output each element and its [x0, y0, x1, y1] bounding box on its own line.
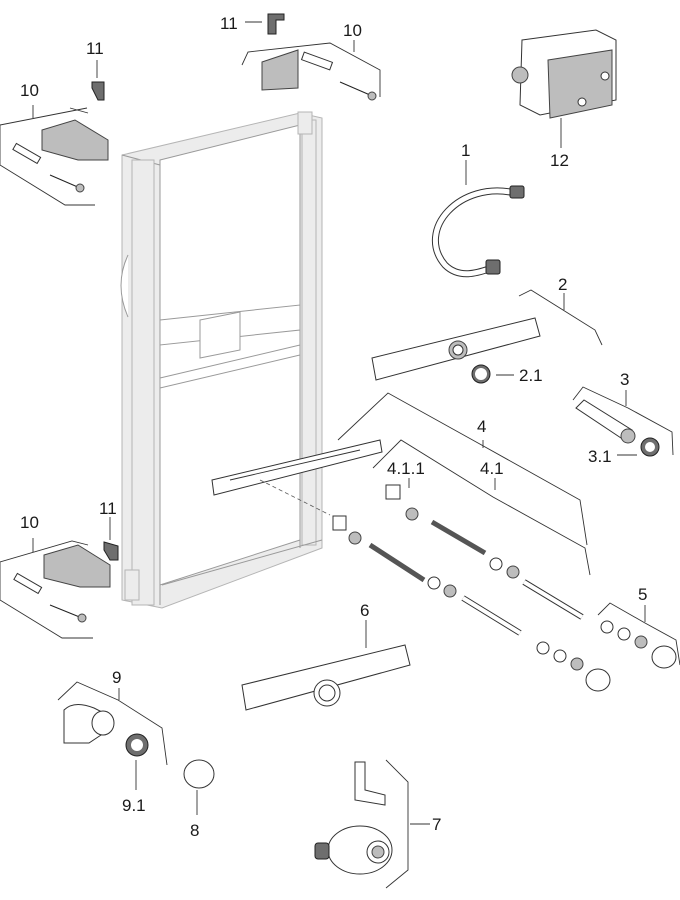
- label-5: 5: [638, 585, 647, 604]
- label-4-1-1: 4.1.1: [387, 459, 425, 478]
- label-11: 11: [220, 14, 238, 33]
- part-5-cap-nut-set: 5: [536, 585, 680, 692]
- label-10: 10: [20, 513, 39, 532]
- label-8: 8: [190, 821, 199, 840]
- label-1: 1: [461, 141, 470, 160]
- label-10: 10: [20, 81, 39, 100]
- part-11-top: 11: [220, 13, 285, 35]
- part-10-top: 10: [241, 21, 381, 101]
- part-4-fixing-bar-set: 4: [211, 392, 588, 546]
- part-6-drain-bracket: 6: [241, 601, 411, 711]
- label-12: 12: [550, 151, 569, 170]
- label-6: 6: [360, 601, 369, 620]
- part-7-drain-trap: 7: [314, 759, 441, 889]
- label-11: 11: [86, 39, 104, 58]
- label-3-1: 3.1: [588, 447, 612, 466]
- label-2-1: 2.1: [519, 366, 543, 385]
- installation-frame: [120, 111, 323, 609]
- label-9: 9: [112, 668, 121, 687]
- part-1-flex-hose: 1: [431, 141, 525, 278]
- label-4: 4: [477, 417, 486, 436]
- part-3-1-pipe-nut: 3.1: [588, 437, 660, 466]
- label-10: 10: [343, 21, 362, 40]
- part-4-1-1-rod-anchor: 4.1.1: [332, 459, 425, 531]
- part-2-mounting-plate: 2: [371, 275, 603, 381]
- label-7: 7: [432, 815, 441, 834]
- part-12-installation-box: 12: [511, 29, 617, 170]
- part-11-bottom-left: 11: [99, 499, 119, 561]
- part-2-1-seal-ring: 2.1: [471, 364, 543, 385]
- part-10-bottom-left: 10: [0, 513, 111, 639]
- part-10-top-left: 10: [0, 81, 109, 206]
- label-2: 2: [558, 275, 567, 294]
- label-3: 3: [620, 370, 629, 389]
- part-4-1-threaded-rods: 4.1: [348, 439, 591, 636]
- part-8-protective-cap: 8: [183, 759, 215, 840]
- label-4-1: 4.1: [480, 459, 504, 478]
- part-9-1-reducer-nut: 9.1: [122, 760, 146, 815]
- label-11: 11: [99, 499, 117, 518]
- part-3-pipe-connector: 3: [572, 370, 674, 456]
- label-9-1: 9.1: [122, 796, 146, 815]
- part-11-top-left: 11: [86, 39, 105, 101]
- part-9-elbow-set: 9: [57, 668, 168, 766]
